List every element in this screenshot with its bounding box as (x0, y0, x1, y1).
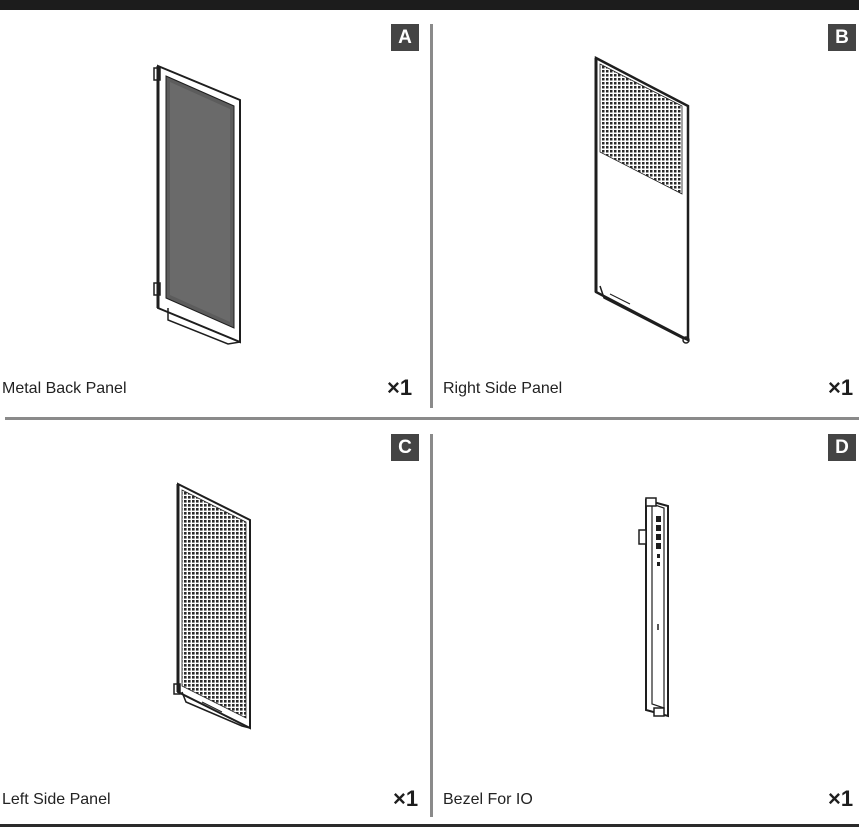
part-name: Right Side Panel (443, 380, 563, 397)
bottom-rule (0, 824, 859, 827)
part-name: Left Side Panel (2, 791, 111, 808)
part-quantity: ×1 (393, 786, 419, 811)
part-letter-badge: B (828, 24, 856, 51)
top-bar (0, 0, 859, 10)
part-letter-badge: C (391, 434, 419, 461)
right-side-panel-icon (594, 55, 690, 344)
part-quantity: ×1 (828, 786, 854, 811)
vertical-divider-top (430, 24, 433, 408)
horizontal-divider (5, 417, 859, 420)
part-letter-badge: A (391, 24, 419, 51)
vertical-divider-bottom (430, 434, 433, 817)
part-letter-badge: D (828, 434, 856, 461)
bezel-io-icon (638, 497, 669, 718)
part-quantity: ×1 (387, 375, 413, 400)
metal-back-panel-icon (153, 64, 241, 345)
part-name: Metal Back Panel (2, 380, 127, 397)
part-name: Bezel For IO (443, 791, 533, 808)
part-quantity: ×1 (828, 375, 854, 400)
left-side-panel-icon (173, 482, 251, 730)
